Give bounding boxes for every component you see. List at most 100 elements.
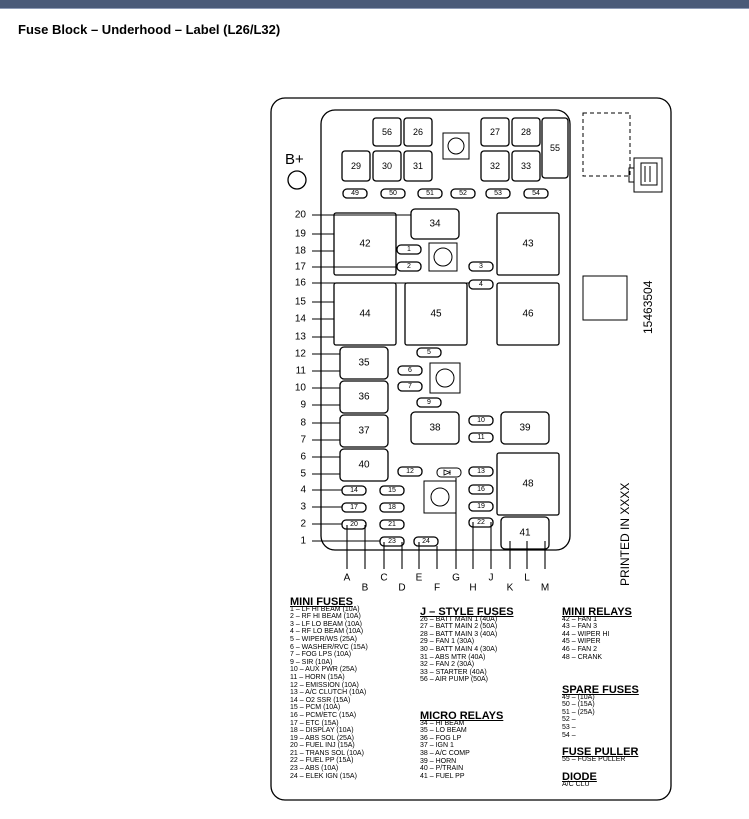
mini-fuse-number: 18 [388,504,396,511]
callout-G: G [452,478,460,584]
callout-8: 8 [300,418,340,429]
mini-fuse-number: 50 [389,190,397,197]
legend-item: 14 – O2 SSR (15A) [290,696,351,704]
mini-fuse-outline [379,519,405,530]
micro-relay-outline [410,208,460,240]
mini-fuse-outline [468,484,494,495]
callout-L: L [524,541,530,584]
micro-relay-36: 36 [339,380,389,414]
micro-relay-number: 38 [429,423,441,434]
micro-relay-number: 40 [358,460,370,471]
callout-number: 15 [295,297,307,308]
legend-item: 52 – [562,716,576,724]
callout-number: 3 [300,502,306,513]
relay-45: 45 [404,282,468,346]
mini-fuse-number: 17 [350,504,358,511]
relay-number: 48 [522,479,534,490]
legend-item: 1 – LF HI BEAM (10A) [290,605,360,613]
mini-fuse-number: 10 [477,417,485,424]
mini-fuse-outline [379,502,405,513]
callout-4: 4 [300,485,342,496]
legend-item: 56 – AIR PUMP (50A) [420,676,488,684]
micro-relay-38: 38 [410,411,460,445]
callout-number: 7 [300,435,306,446]
callout-number: 20 [295,210,307,221]
callout-H: H [469,522,477,594]
legend-item: 54 – [562,731,576,739]
callout-number: 10 [295,383,307,394]
mini-fuse-22: 22 [468,517,494,528]
relay-42: 42 [333,212,397,276]
mini-fuse-number: 52 [459,190,467,197]
micro-relay-number: 37 [358,426,370,437]
j-fuse-26: 26 [403,117,433,147]
callout-number: 14 [295,314,307,325]
legend-item: 22 – FUEL PP (15A) [290,757,354,765]
j-fuse-number: 26 [413,127,423,137]
callout-letter: F [434,583,440,594]
mini-fuse-outline [485,188,511,199]
j-fuse-31: 31 [403,150,433,182]
callout-letter: M [541,583,549,594]
callout-letter: J [489,573,494,584]
legend-item: 9 – SIR (10A) [290,658,333,666]
mini-fuse-4: 4 [468,279,494,290]
mini-fuse-11: 11 [468,432,494,443]
j-fuse-number: 28 [521,127,531,137]
callout-letter: L [524,573,530,584]
micro-relay-outline [500,411,550,445]
callout-letter: K [507,583,514,594]
legend-item: 13 – A/C CLUTCH (10A) [290,689,367,697]
connector-icon [628,157,663,193]
legend-item: 16 – PCM/ETC (15A) [290,711,357,719]
mini-fuse-outline [468,517,494,528]
callout-20: 20 [295,210,411,221]
j-fuse-32: 32 [480,150,510,182]
callout-D: D [398,542,406,594]
legend-item: 29 – FAN 1 (30A) [420,638,475,646]
j-fuse-number: 31 [413,161,423,171]
micro-relay-outline [339,414,389,448]
callout-6: 6 [300,452,340,463]
callout-number: 9 [300,400,306,411]
mini-fuse-number: 23 [388,538,396,545]
j-fuse-number: 27 [490,127,500,137]
callout-number: 2 [300,519,306,530]
mini-fuse-outline [416,397,442,408]
mini-fuse-number: 16 [477,486,485,493]
callout-number: 8 [300,418,306,429]
callout-letter: D [398,583,405,594]
mini-fuse-21: 21 [379,519,405,530]
mini-fuse-number: 51 [426,190,434,197]
legend-item: 33 – STARTER (40A) [420,668,487,676]
callout-number: 1 [300,536,306,547]
micro-relay-40: 40 [339,448,389,482]
battery-stud-icon [287,170,307,190]
callout-number: 4 [300,485,306,496]
fuse-block-body [320,109,571,551]
legend-spare-fuses: SPARE FUSES 49 – (10A)50 – (15A)51 – (25… [562,684,639,739]
mini-fuse-24: 24 [413,536,439,547]
relay-number: 44 [359,309,371,320]
mini-fuse-6: 6 [397,365,423,376]
legend-item: 24 – ELEK IGN (15A) [290,772,357,780]
legend-item: 23 – ABS (10A) [290,765,339,773]
callout-13: 13 [295,332,334,343]
callout-number: 5 [300,469,306,480]
callout-letter: E [416,573,423,584]
relay-number: 42 [359,239,371,250]
mini-fuse-outline [397,365,423,376]
legend-item: 55 – FUSE PULLER [562,755,626,763]
legend-title: MINI RELAYS [562,606,632,618]
mini-fuse-outline [417,188,443,199]
j-fuse-number: 32 [490,161,500,171]
callout-5: 5 [300,469,340,480]
printed-in: PRINTED IN XXXX [618,483,632,586]
legend-j-style-fuses: J – STYLE FUSES 26 – BATT MAIN 1 (40A)27… [420,606,514,683]
mini-fuse-17: 17 [341,502,367,513]
relay-number: 43 [522,239,534,250]
mini-fuse-20: 20 [341,519,367,530]
legend-item: 26 – BATT MAIN 1 (40A) [420,615,498,623]
mini-fuse-number: 22 [477,519,485,526]
